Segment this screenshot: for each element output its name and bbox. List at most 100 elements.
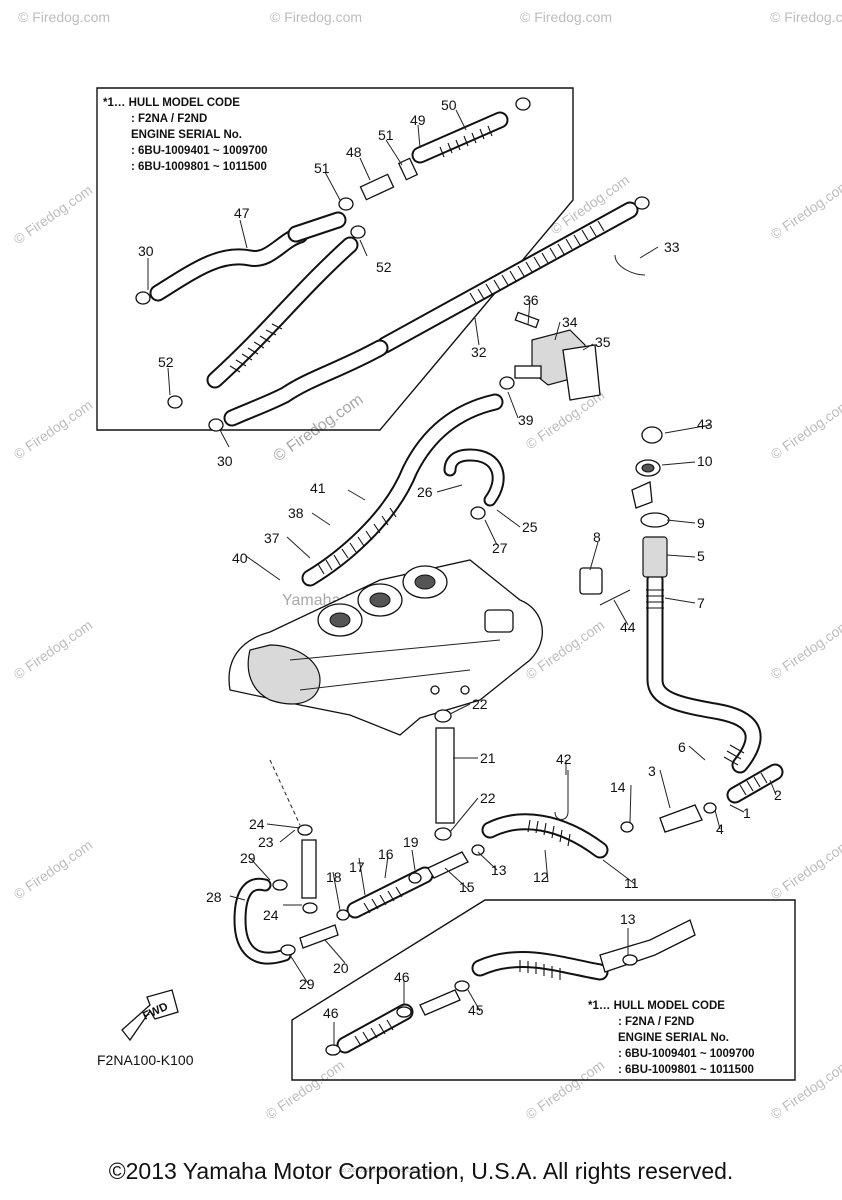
callout-39: 39	[518, 412, 534, 428]
hose-25	[443, 448, 505, 520]
callout-48: 48	[346, 144, 362, 160]
callout-52: 52	[376, 259, 392, 275]
engine-serial-range-1: : 6BU-1009401 ~ 1009700	[131, 145, 268, 157]
watermark-site: © Firedog.com	[11, 837, 96, 903]
callout-24: 24	[263, 907, 279, 923]
leader-lines	[147, 109, 777, 1045]
hose-32	[208, 196, 650, 432]
callout-51: 51	[314, 160, 330, 176]
callout-22: 22	[480, 790, 496, 806]
clamp-33	[614, 254, 646, 276]
engine-serial-range-2: : 6BU-1009801 ~ 1011500	[618, 1064, 754, 1076]
callout-43: 43	[697, 416, 713, 432]
hook-42	[554, 770, 569, 820]
callout-33: 33	[664, 239, 680, 255]
callout-12: 12	[533, 869, 549, 885]
callout-20: 20	[333, 960, 349, 976]
callout-24: 24	[249, 816, 265, 832]
callout-29: 29	[299, 976, 315, 992]
watermark-site: © Firedog.com	[18, 9, 110, 25]
callout-10: 10	[697, 453, 713, 469]
callout-11: 11	[624, 875, 639, 891]
callout-25: 25	[522, 519, 538, 535]
forward-arrow-icon: FWD	[121, 989, 179, 1042]
hose-11-12	[481, 813, 609, 859]
callout-28: 28	[206, 889, 222, 905]
fitting-3-14	[620, 804, 703, 833]
hull-model-code-title: *1… HULL MODEL CODE	[588, 1000, 725, 1012]
bracket-34-36	[514, 311, 601, 401]
callout-38: 38	[288, 505, 304, 521]
callout-51: 51	[378, 127, 394, 143]
engine-serial-range-1: : 6BU-1009401 ~ 1009700	[618, 1048, 755, 1060]
callout-15: 15	[459, 879, 475, 895]
watermark-site: © Firedog.com	[270, 9, 362, 25]
callout-21: 21	[480, 750, 496, 766]
hull-model-code-title: *1… HULL MODEL CODE	[103, 97, 240, 109]
hose-38	[301, 376, 515, 587]
callout-30: 30	[138, 243, 154, 259]
exhaust-manifold	[228, 559, 543, 736]
watermark-site: © Firedog.com	[768, 397, 842, 463]
callout-36: 36	[523, 292, 539, 308]
callout-23: 23	[258, 834, 274, 850]
small-copyright: (c) 2005-2015 Yamaha Motor Corporation, …	[340, 1168, 450, 1174]
callout-27: 27	[492, 540, 508, 556]
bracket-8	[579, 567, 603, 595]
hose-47-lower	[135, 236, 359, 409]
engine-serial-header: ENGINE SERIAL No.	[131, 129, 242, 141]
callout-50: 50	[441, 97, 457, 113]
watermark-site: © Firedog.com	[263, 1057, 348, 1123]
callout-44: 44	[620, 619, 636, 635]
callout-18: 18	[326, 869, 342, 885]
callout-45: 45	[468, 1002, 484, 1018]
manifold-15-20	[299, 844, 485, 949]
callout-13: 13	[620, 911, 636, 927]
bottom-inset-frame	[291, 899, 796, 1081]
callout-13: 13	[491, 862, 507, 878]
connector-48-50	[338, 97, 531, 239]
callout-46: 46	[394, 969, 410, 985]
watermark-site: © Firedog.com	[11, 617, 96, 683]
hose-tap-44	[599, 589, 631, 606]
callout-37: 37	[264, 530, 280, 546]
watermark-site: © Firedog.com	[768, 617, 842, 683]
callout-2: 2	[774, 787, 782, 803]
callout-19: 19	[403, 834, 419, 850]
hull-model-codes: : F2NA / F2ND	[618, 1016, 694, 1028]
callout-46: 46	[323, 1005, 339, 1021]
callout-49: 49	[410, 112, 426, 128]
callout-labels: 50 49 51 48 51 47 30 52 52 30 32 36 34 3…	[138, 97, 782, 1021]
callout-26: 26	[417, 484, 433, 500]
figure-code: F2NA100-K100	[97, 1052, 194, 1068]
bottom-inset-note: *1… HULL MODEL CODE : F2NA / F2ND ENGINE…	[588, 1000, 755, 1076]
hose-47	[149, 211, 347, 302]
callout-34: 34	[562, 314, 578, 330]
callout-3: 3	[648, 763, 656, 779]
callout-32: 32	[471, 344, 487, 360]
filler-neck-stack	[631, 426, 670, 578]
hose-23-28	[233, 759, 318, 965]
callout-22: 22	[472, 696, 488, 712]
watermark-site: © Firedog.com	[770, 9, 842, 25]
watermark-site: © Firedog.com	[768, 177, 842, 243]
callout-4: 4	[716, 821, 724, 837]
callout-47: 47	[234, 205, 250, 221]
watermark-site: © Firedog.com	[768, 837, 842, 903]
callout-41: 41	[310, 480, 326, 496]
callout-1: 1	[743, 805, 751, 821]
callout-5: 5	[697, 548, 705, 564]
hull-model-codes: : F2NA / F2ND	[131, 113, 207, 125]
engine-serial-range-2: : 6BU-1009801 ~ 1011500	[131, 161, 267, 173]
callout-8: 8	[593, 529, 601, 545]
callout-17: 17	[349, 859, 365, 875]
callout-6: 6	[678, 739, 686, 755]
callout-30: 30	[217, 453, 233, 469]
callout-7: 7	[697, 595, 705, 611]
copyright-notice: ©2013 Yamaha Motor Corporation, U.S.A. A…	[108, 1158, 734, 1184]
top-inset-note: *1… HULL MODEL CODE : F2NA / F2ND ENGINE…	[103, 97, 268, 173]
watermark-site: © Firedog.com	[768, 1057, 842, 1123]
engine-serial-header: ENGINE SERIAL No.	[618, 1032, 729, 1044]
hose-2	[703, 763, 784, 814]
